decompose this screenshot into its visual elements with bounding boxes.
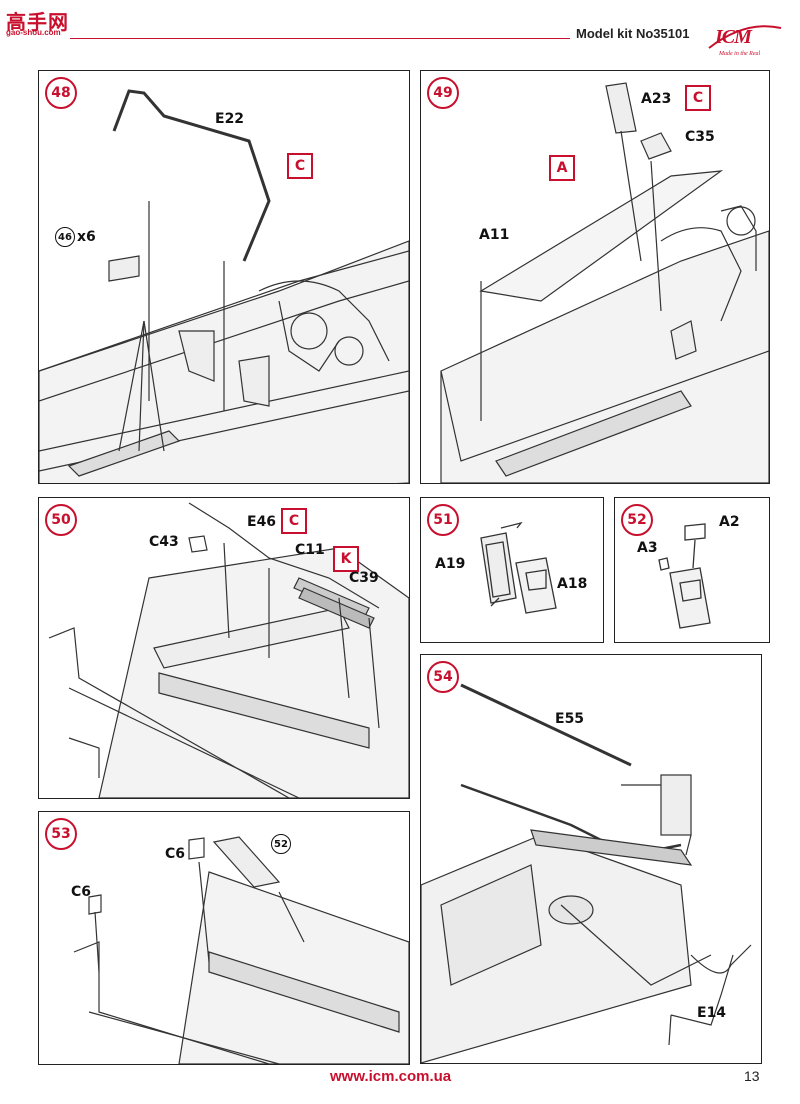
part-label-c11: C11 — [295, 542, 325, 558]
header-rule — [70, 38, 570, 39]
color-ref-c: C — [281, 508, 307, 534]
brand-name: ICM — [715, 26, 752, 48]
step-number-badge: 48 — [45, 77, 77, 109]
color-ref-c: C — [685, 85, 711, 111]
step-54-panel: 54 E55 E14 — [420, 654, 762, 1064]
footer-url[interactable]: www.icm.com.ua — [330, 1068, 452, 1085]
step-number-badge: 52 — [621, 504, 653, 536]
part-label-e46: E46 — [247, 514, 277, 530]
step-54-diagram — [421, 683, 752, 1063]
color-ref-c: C — [287, 153, 313, 179]
part-label-a19: A19 — [435, 556, 466, 572]
part-label-e55: E55 — [555, 711, 585, 727]
site-logo-text: 高手网 — [6, 10, 69, 34]
step-50-panel: 50 C43 E46 C C11 K C39 — [38, 497, 410, 799]
part-label-a11: A11 — [479, 227, 510, 243]
step-number-badge: 50 — [45, 504, 77, 536]
step-number-badge: 54 — [427, 661, 459, 693]
step-48-diagram — [39, 89, 409, 483]
quantity-label: x6 — [77, 229, 96, 245]
subassembly-ref: 52 — [271, 834, 291, 854]
part-label-c6: C6 — [165, 846, 186, 862]
color-ref-k: K — [333, 546, 359, 572]
site-logo: 高手网 gao-shou.com — [6, 6, 76, 37]
step-49-panel: 49 A23 C C35 A A11 — [420, 70, 770, 484]
part-label-a18: A18 — [557, 576, 588, 592]
page-number: 13 — [744, 1068, 760, 1084]
color-ref-a: A — [549, 155, 575, 181]
step-52-panel: 52 A2 A3 — [614, 497, 770, 643]
part-label-c43: C43 — [149, 534, 179, 550]
step-49-diagram — [440, 82, 769, 483]
step-52-diagram — [658, 523, 711, 629]
site-logo-url: gao-shou.com — [6, 28, 61, 37]
step-51-panel: 51 A19 A18 — [420, 497, 604, 643]
step-50-diagram — [48, 502, 409, 798]
part-label-e14: E14 — [697, 1005, 727, 1021]
part-label-a2: A2 — [719, 514, 740, 530]
brand-tagline: Made in the Real — [719, 51, 761, 57]
step-51-diagram — [480, 521, 557, 614]
step-number-badge: 53 — [45, 818, 77, 850]
brand-swoosh-icon — [708, 25, 782, 49]
part-label-a3: A3 — [637, 540, 658, 556]
part-label-c6: C6 — [71, 884, 92, 900]
step-53-diagram — [73, 836, 409, 1064]
subassembly-ref: 46 — [55, 227, 75, 247]
part-label-c35: C35 — [685, 129, 715, 145]
part-label-a23: A23 — [641, 91, 672, 107]
brand-logo: ICM Made in the Real — [705, 18, 785, 62]
part-label-c39: C39 — [349, 570, 379, 586]
step-53-panel: 53 C6 C6 52 — [38, 811, 410, 1065]
page-title: Model kit No35101 — [576, 26, 690, 41]
step-48-panel: 48 E22 C 46 x6 — [38, 70, 410, 484]
step-number-badge: 51 — [427, 504, 459, 536]
step-number-badge: 49 — [427, 77, 459, 109]
part-label-e22: E22 — [215, 111, 245, 127]
